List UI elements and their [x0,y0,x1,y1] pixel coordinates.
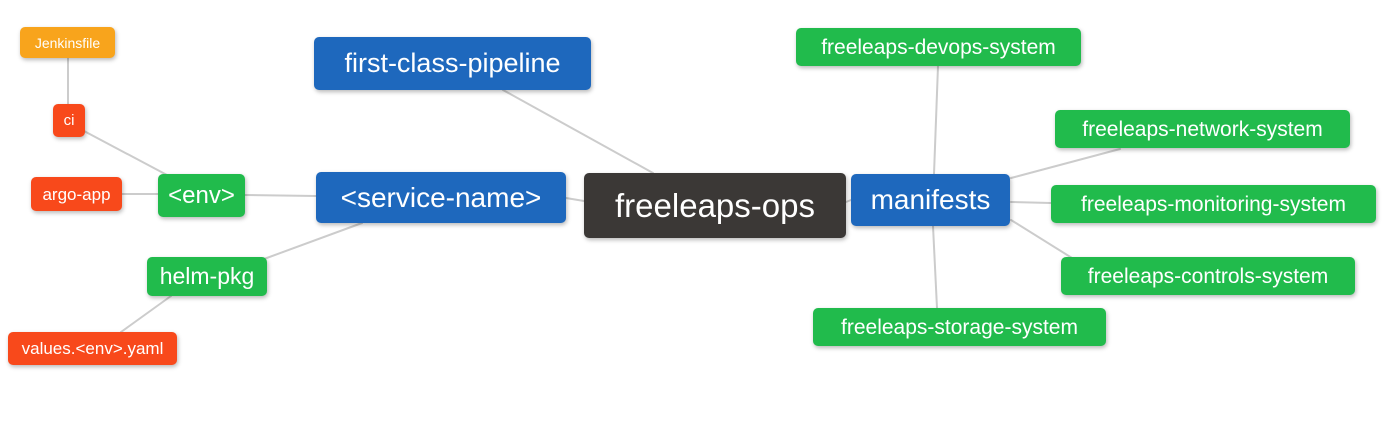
node-freeleaps-controls-system[interactable]: freeleaps-controls-system [1061,257,1355,295]
edge-manifests-monitoring [1010,201,1052,204]
node-manifests[interactable]: manifests [851,174,1010,226]
node-first-class-pipeline[interactable]: first-class-pipeline [314,37,591,90]
node-freeleaps-monitoring-system[interactable]: freeleaps-monitoring-system [1051,185,1376,223]
node-freeleaps-storage-system[interactable]: freeleaps-storage-system [813,308,1106,346]
node-freeleaps-ops-root[interactable]: freeleaps-ops [584,173,846,238]
node-helm-pkg[interactable]: helm-pkg [147,257,267,296]
edge-manifests-devops [933,65,939,175]
node-service-name[interactable]: <service-name> [316,172,566,223]
edge-service-name-freeleaps-ops [565,197,585,202]
edge-manifests-storage [932,225,938,309]
edge-ci-env [83,130,168,176]
edge-service-name-helm-pkg [263,222,363,260]
edge-manifests-controls [1010,219,1073,259]
node-freeleaps-devops-system[interactable]: freeleaps-devops-system [796,28,1081,66]
node-jenkinsfile[interactable]: Jenkinsfile [20,27,115,58]
node-values-env-yaml[interactable]: values.<env>.yaml [8,332,177,365]
node-argo-app[interactable]: argo-app [31,177,122,211]
edge-helm-pkg-values [120,295,172,333]
edge-env-service-name [244,194,317,197]
node-ci[interactable]: ci [53,104,85,137]
edge-manifests-network [1010,148,1121,179]
edge-freeleaps-ops-manifests [845,199,852,203]
edge-pipeline-freeleaps-ops [502,89,654,174]
node-env[interactable]: <env> [158,174,245,217]
node-freeleaps-network-system[interactable]: freeleaps-network-system [1055,110,1350,148]
